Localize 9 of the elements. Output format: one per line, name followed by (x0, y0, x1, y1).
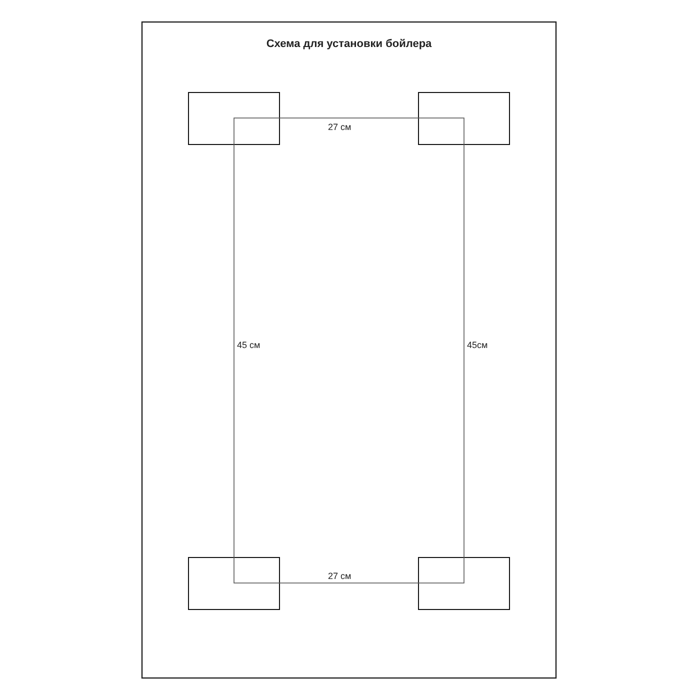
dimension-label: 27 см (328, 571, 352, 582)
mounting-pad (418, 557, 510, 610)
mounting-pad (188, 557, 280, 610)
dimension-label: 45 см (237, 340, 260, 351)
mounting-pad (418, 92, 510, 145)
title: Схема для установки бойлера (265, 38, 433, 50)
mounting-pad (188, 92, 280, 145)
dimension-label: 27 см (328, 122, 352, 133)
dimension-label: 45см (467, 340, 488, 351)
